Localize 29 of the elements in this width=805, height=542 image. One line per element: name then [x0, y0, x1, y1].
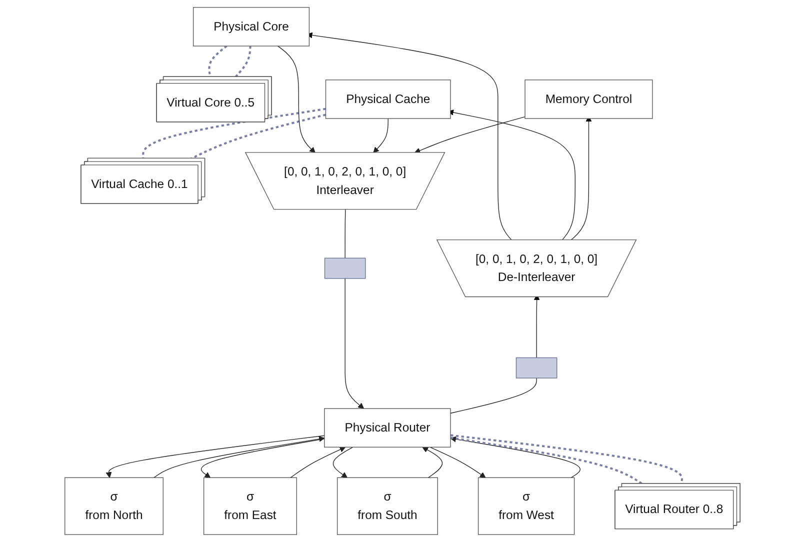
- arrow: [450, 436, 580, 478]
- connector: [142, 108, 326, 159]
- connector: [450, 434, 683, 484]
- node-box: σ from North: [64, 477, 164, 535]
- node-box: Memory Control: [524, 80, 653, 119]
- connector: [450, 436, 643, 485]
- connector: [208, 45, 228, 78]
- node-box: [324, 258, 366, 279]
- arrow: [344, 278, 364, 409]
- arrow: [414, 116, 526, 154]
- arrow: [277, 46, 316, 154]
- connector: [344, 209, 346, 258]
- node-box: σ from West: [478, 477, 575, 535]
- arrow: [290, 446, 346, 478]
- node-box: Physical Router: [324, 408, 451, 448]
- connector: [450, 378, 537, 414]
- arrow: [200, 438, 325, 478]
- arrow: [373, 118, 388, 154]
- node-box: Physical Core: [192, 7, 310, 46]
- connector: [234, 46, 252, 78]
- node-box: [516, 357, 558, 378]
- node-box: Physical Cache: [325, 80, 451, 119]
- arrow: [332, 446, 354, 478]
- arrow: [154, 436, 325, 478]
- arrow: [106, 435, 325, 478]
- arrow: [422, 446, 443, 478]
- node-box: σ from East: [203, 477, 297, 535]
- arrow: [430, 446, 486, 478]
- node-box: σ from South: [336, 477, 438, 535]
